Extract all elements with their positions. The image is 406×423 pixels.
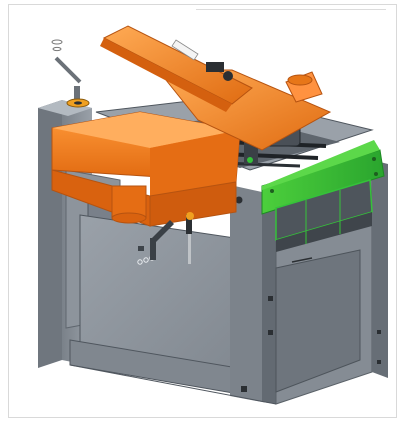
orange-lid: [100, 25, 253, 112]
right-front-column: [230, 185, 276, 404]
green-door-panel: [261, 140, 385, 252]
viewport-top-strip: [196, 0, 386, 10]
lower-mechanism: [111, 185, 194, 264]
top-left-lever: [51, 39, 90, 108]
